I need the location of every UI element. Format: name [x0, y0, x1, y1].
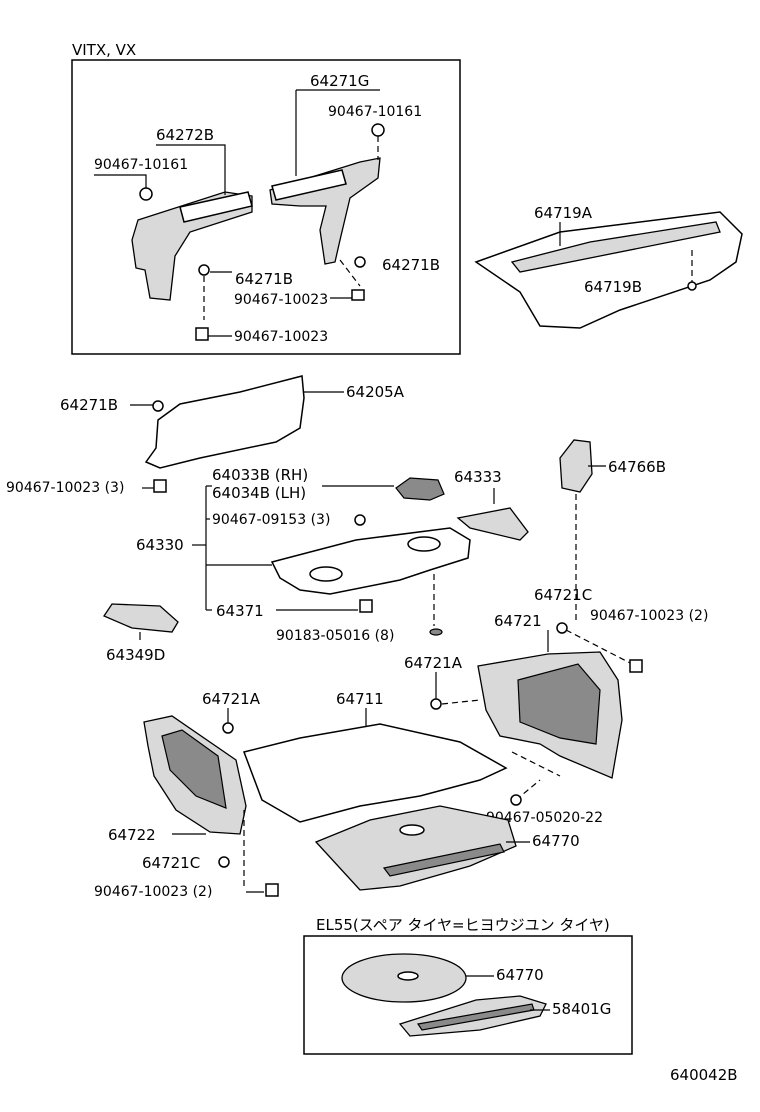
clip-90467-09153[interactable] — [354, 514, 366, 526]
label-64330: 64330 — [136, 536, 184, 554]
label-90183-05016: 90183-05016 (8) — [276, 628, 394, 644]
part-64711-floor-mat[interactable] — [243, 723, 508, 823]
clip-64271B-b[interactable] — [354, 256, 366, 268]
label-64721A-b: 64721A — [202, 690, 261, 708]
dash-64721A-a — [441, 699, 481, 705]
label-64271G: 64271G — [310, 72, 369, 90]
drawing-number: 640042B — [670, 1066, 738, 1084]
clip-90467-10023-a[interactable] — [351, 289, 365, 301]
label-90467-09153: 90467-09153 (3) — [212, 512, 330, 528]
clip-90467-10023-2b[interactable] — [265, 883, 279, 897]
label-64034B: 64034B (LH) — [212, 484, 306, 502]
label-64371: 64371 — [216, 602, 264, 620]
label-64721A-a: 64721A — [404, 654, 463, 672]
part-64272B-trim[interactable] — [131, 191, 253, 301]
part-64770-deck-board[interactable] — [314, 805, 517, 891]
label-64721C-b: 64721C — [142, 854, 200, 872]
speaker-hole-right — [407, 536, 441, 552]
deck-disc-hole — [397, 971, 419, 981]
label-64033B: 64033B (RH) — [212, 466, 308, 484]
label-90467-05020: 90467-05020-22 — [486, 810, 603, 826]
part-64770-deck-disc[interactable] — [341, 953, 467, 1003]
part-64719A-shelf[interactable] — [474, 211, 743, 329]
clip-90467-10023-b[interactable] — [195, 327, 209, 341]
part-64330-package-tray[interactable] — [270, 527, 471, 595]
label-64271B-b: 64271B — [382, 256, 440, 274]
label-64711: 64711 — [336, 690, 384, 708]
clip-64271B-a[interactable] — [198, 264, 210, 276]
clip-64271B-c[interactable] — [152, 400, 164, 412]
label-90467-10023-3: 90467-10023 (3) — [6, 480, 124, 496]
label-64272B: 64272B — [156, 126, 214, 144]
label-90467-10161-b: 90467-10161 — [94, 157, 188, 173]
leader-64272B — [156, 144, 226, 195]
label-64721: 64721 — [494, 612, 542, 630]
part-64766B-bracket[interactable] — [559, 439, 593, 493]
part-64722-side-trim[interactable] — [143, 715, 247, 835]
label-64770-a: 64770 — [532, 832, 580, 850]
label-64770-b: 64770 — [496, 966, 544, 984]
label-64719B: 64719B — [584, 278, 642, 296]
dash-64721C-a — [565, 629, 637, 667]
option-box-frame — [303, 935, 633, 1055]
variant-box-frame — [71, 59, 461, 355]
label-64333: 64333 — [454, 468, 502, 486]
clip-64721A-b[interactable] — [222, 722, 234, 734]
label-58401G: 58401G — [552, 1000, 611, 1018]
label-64349D: 64349D — [106, 646, 165, 664]
label-90467-10023-a: 90467-10023 — [234, 292, 328, 308]
option-box-title: EL55(スペア タイヤ=ヒヨウジユン タイヤ) — [316, 916, 610, 934]
clip-90467-10161-b[interactable] — [139, 187, 153, 201]
part-58401G-board[interactable] — [398, 995, 547, 1037]
nut-90183-05016[interactable] — [429, 628, 443, 636]
label-64205A: 64205A — [346, 383, 405, 401]
label-64721C-a: 64721C — [534, 586, 592, 604]
label-64766B: 64766B — [608, 458, 666, 476]
part-64271G-trim[interactable] — [269, 157, 381, 265]
speaker-hole-left — [309, 566, 343, 582]
label-64722: 64722 — [108, 826, 156, 844]
part-64205A-panel[interactable] — [144, 375, 305, 469]
clip-64371[interactable] — [359, 599, 373, 613]
label-64271B-a: 64271B — [235, 270, 293, 288]
dash-64271B-b — [339, 259, 361, 287]
dash-05020 — [511, 751, 561, 777]
clip-64721C-a[interactable] — [556, 622, 568, 634]
label-90467-10023-2b: 90467-10023 (2) — [94, 884, 212, 900]
clip-64721C-b[interactable] — [218, 856, 230, 868]
deck-board-hole — [399, 824, 425, 836]
variant-box-title: VITX, VX — [72, 41, 136, 59]
clip-64719B[interactable] — [687, 281, 697, 291]
clip-90467-05020-22[interactable] — [510, 794, 522, 806]
label-64271B-c: 64271B — [60, 396, 118, 414]
part-64033B-speaker-cover[interactable] — [395, 477, 445, 501]
clip-90467-10023-3[interactable] — [153, 479, 167, 493]
clip-90467-10023-2a[interactable] — [629, 659, 643, 673]
label-90467-10023-2a: 90467-10023 (2) — [590, 608, 708, 624]
label-90467-10023-b: 90467-10023 — [234, 329, 328, 345]
part-64721-side-trim[interactable] — [477, 651, 623, 779]
part-64349D-cover[interactable] — [103, 603, 179, 633]
clip-64721A-a[interactable] — [430, 698, 442, 710]
part-64333-cover[interactable] — [456, 507, 529, 541]
label-64719A: 64719A — [534, 204, 593, 222]
label-90467-10161-a: 90467-10161 — [328, 104, 422, 120]
leader-10161-b — [94, 174, 147, 188]
clip-90467-10161-a[interactable] — [371, 123, 385, 137]
